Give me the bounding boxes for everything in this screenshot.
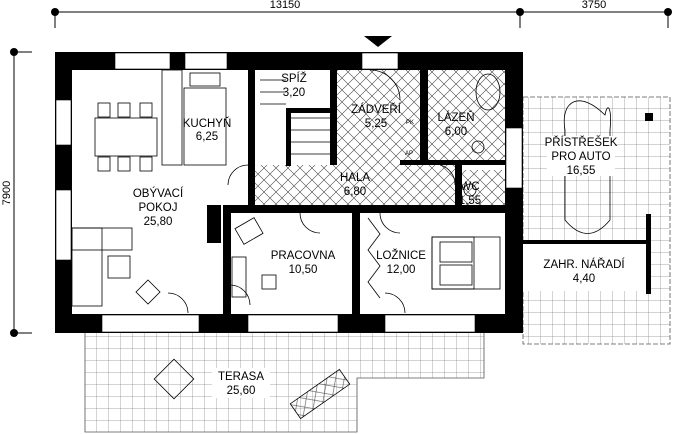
room-area: 25,60 (227, 385, 256, 397)
room-loznice: LOŽNICE 12,00 (376, 249, 426, 276)
room-name: LÁZEŇ (437, 111, 474, 124)
room-name-2: POKOJ (139, 202, 178, 214)
room-kuchyn: KUCHYŇ 6,25 (183, 117, 232, 143)
dimension-top-main: 13150 (270, 0, 301, 11)
furniture (71, 69, 611, 420)
walls (55, 52, 523, 333)
room-zahr-naradi: ZAHR. NÁŘADÍ 4,40 (543, 258, 625, 285)
room-name: PŘÍSTŘEŠEK (545, 136, 618, 149)
room-name: TERASA (218, 371, 264, 383)
room-name: OBÝVACÍ (133, 187, 184, 200)
room-area: 1,55 (459, 195, 481, 207)
room-area: 10,50 (289, 264, 318, 276)
room-area: 6,25 (196, 131, 218, 143)
room-lazen: LÁZEŇ 6,00 (437, 111, 474, 138)
bathroom-tiles (428, 70, 505, 165)
wc-tiles (462, 170, 505, 205)
room-name: WC (460, 181, 479, 193)
room-name: HALA (340, 172, 370, 184)
dimension-left-height: 7900 (1, 181, 13, 205)
room-name: SPÍŽ (281, 72, 307, 85)
room-area: 16,55 (567, 165, 596, 177)
room-area: 25,80 (144, 216, 173, 228)
room-spiz: SPÍŽ 3,20 (281, 72, 307, 99)
entry-tiles (337, 70, 420, 165)
room-name-2: PRO AUTO (551, 151, 610, 163)
room-hala: HALA 6,80 (340, 172, 370, 198)
room-terasa: TERASA 25,60 (212, 368, 270, 398)
room-wc: WC 1,55 (459, 181, 481, 207)
room-pristresek: PŘÍSTŘEŠEK PRO AUTO 16,55 (545, 136, 618, 177)
tool-shed-area (523, 243, 650, 291)
terrace-tiles (84, 331, 485, 433)
room-area: 5,25 (365, 118, 387, 130)
room-obyvaci-pokoj: OBÝVACÍ POKOJ 25,80 (133, 187, 184, 228)
room-name: LOŽNICE (376, 249, 426, 262)
ap-symbol: AP (405, 151, 413, 157)
hall-tiles (255, 165, 455, 205)
room-area: 12,00 (387, 264, 416, 276)
room-area: 3,20 (283, 87, 305, 99)
room-name: KUCHYŇ (183, 117, 232, 130)
room-area: 6,00 (445, 126, 467, 138)
room-area: 4,40 (573, 273, 595, 285)
room-name: PRACOVNA (271, 250, 336, 262)
entrance-arrow-icon (364, 36, 392, 47)
room-name: ZÁDVEŘÍ (351, 103, 402, 116)
dimension-top-carport: 3750 (582, 0, 606, 11)
pk-symbol: PK (406, 120, 414, 126)
room-pracovna: PRACOVNA 10,50 (271, 250, 336, 276)
room-area: 6,80 (344, 186, 366, 198)
dimension-lines (10, 8, 672, 337)
room-name: ZAHR. NÁŘADÍ (543, 258, 625, 271)
room-zadveri: ZÁDVEŘÍ 5,25 (351, 103, 402, 130)
